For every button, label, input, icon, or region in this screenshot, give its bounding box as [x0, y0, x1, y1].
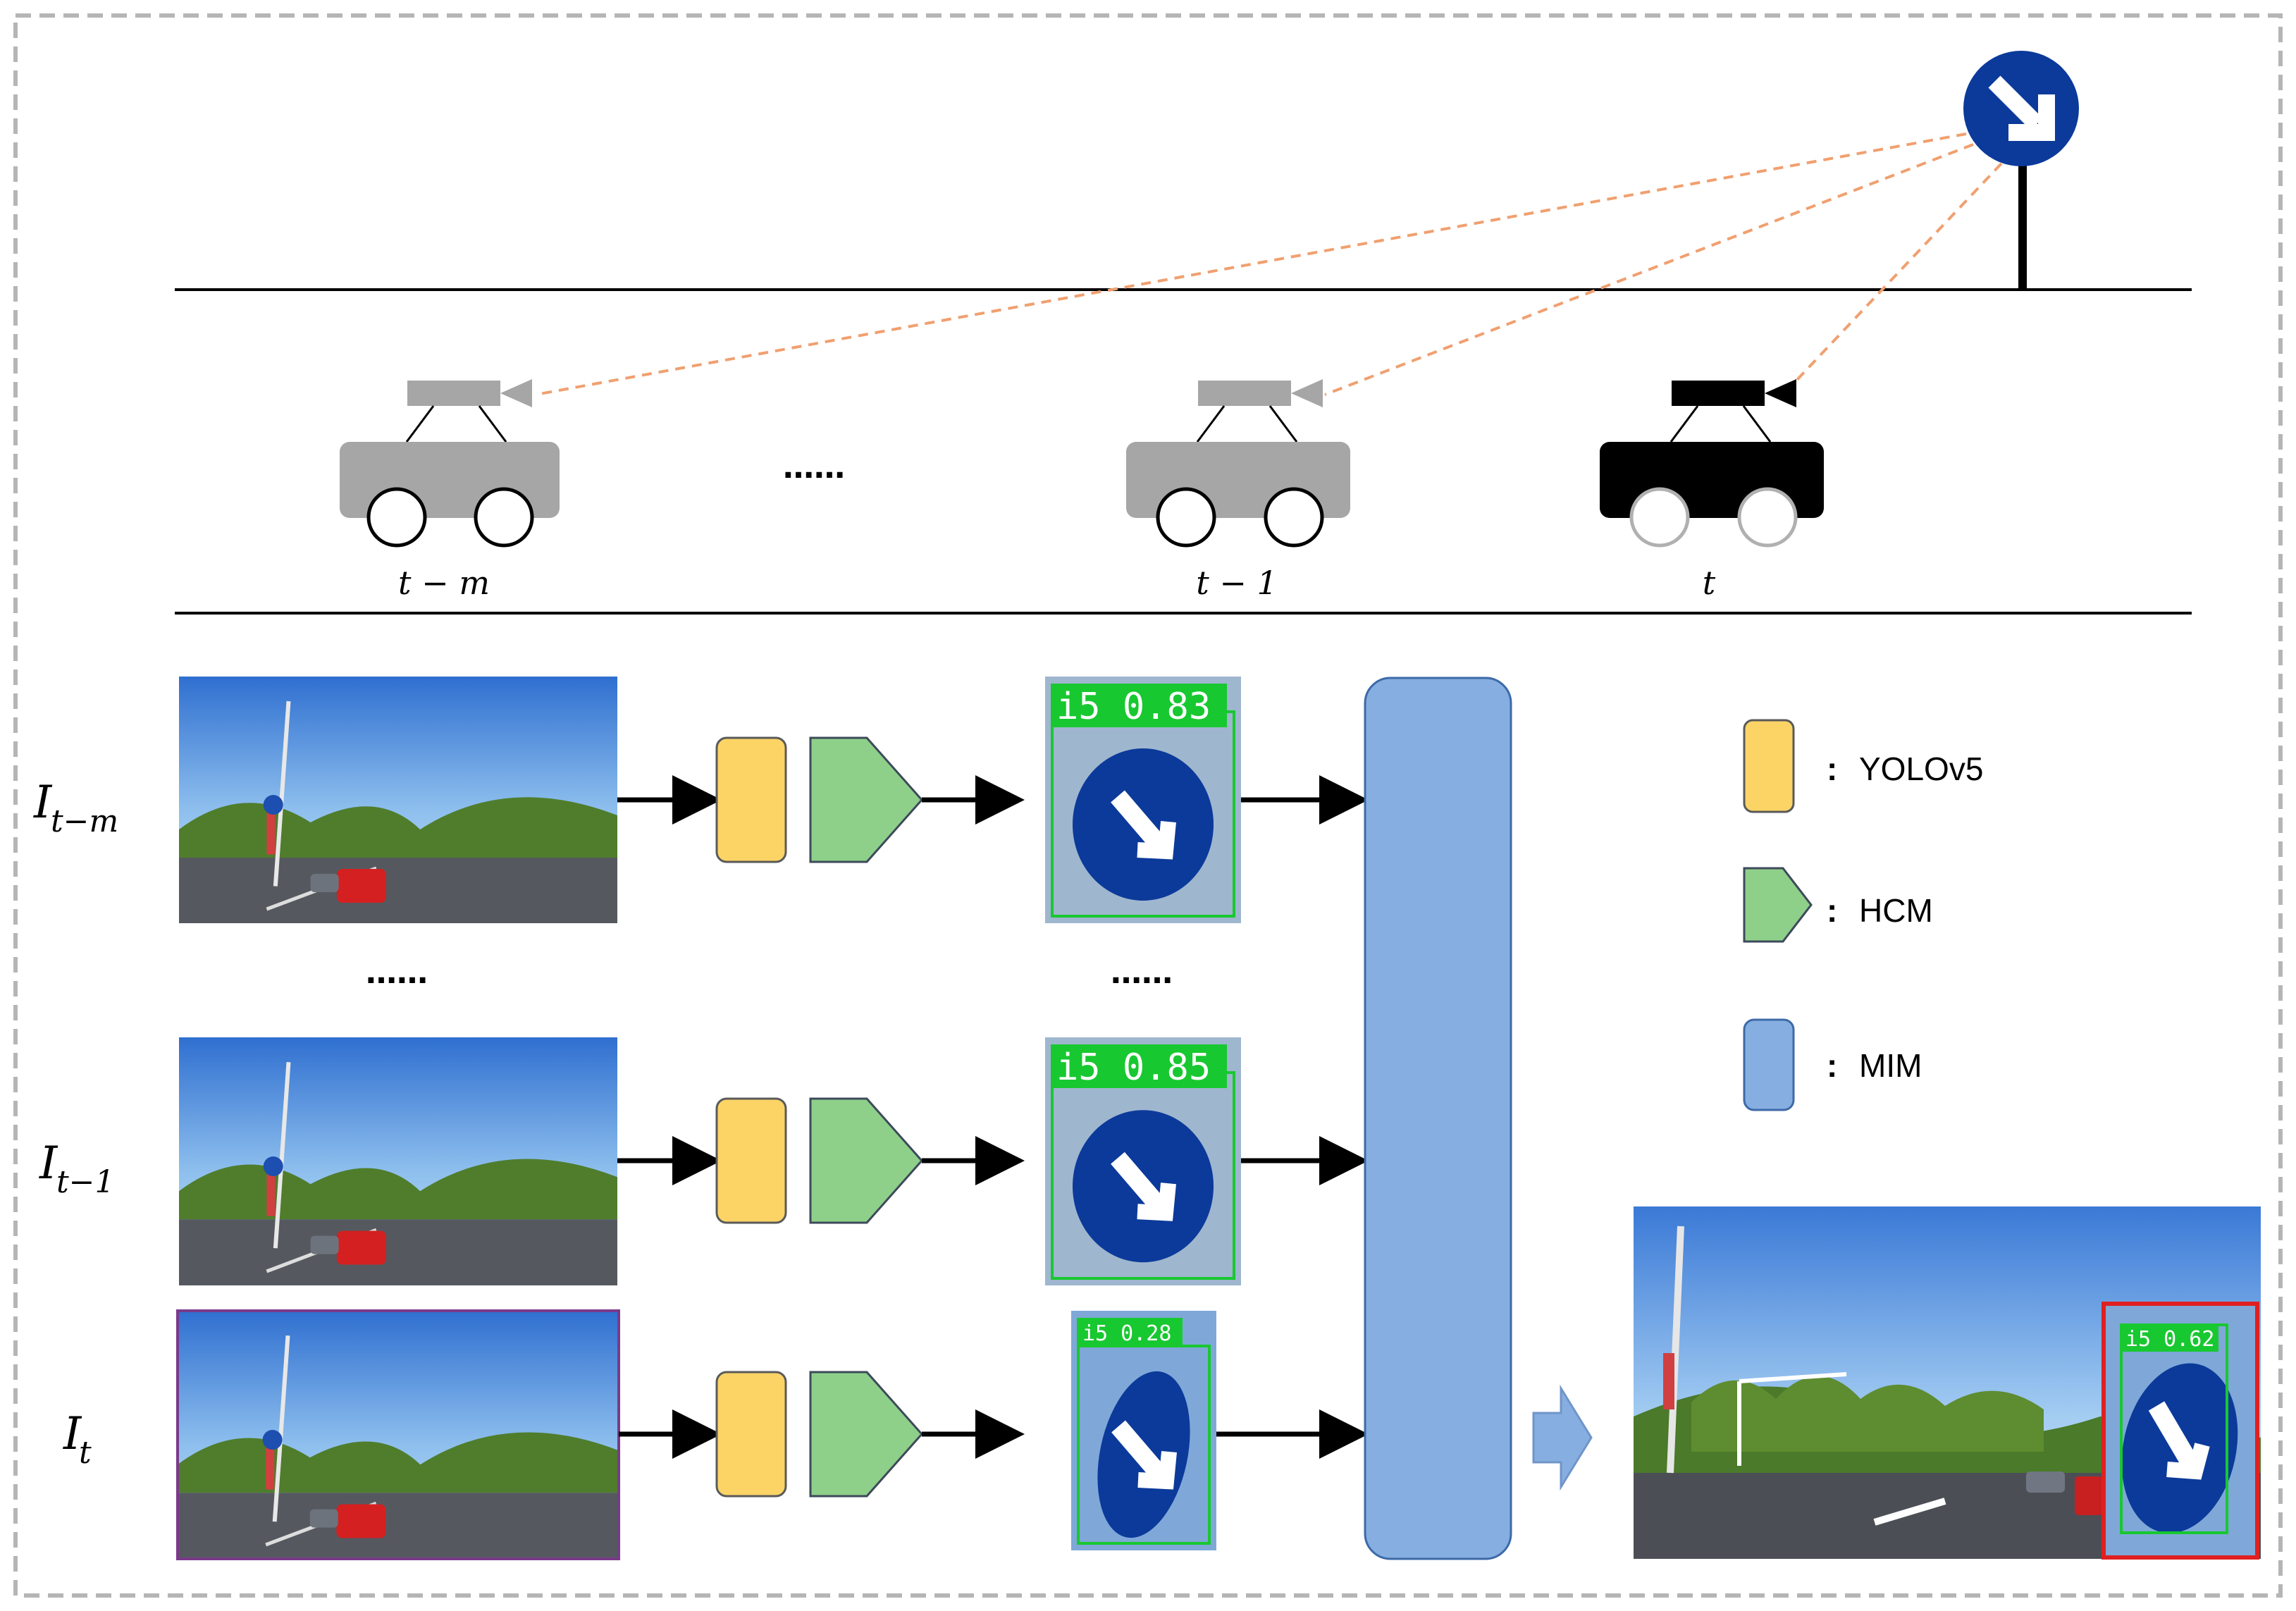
result-image: i5 0.62 — [1634, 1206, 2261, 1560]
legend-label-yolo: YOLOv5 — [1859, 751, 1983, 787]
svg-text:I: I — [33, 777, 53, 829]
detection-label-2: i5 0.28 — [1082, 1321, 1171, 1346]
road-frame-0 — [179, 677, 617, 923]
car-t-icon — [1600, 379, 1824, 548]
legend-mim-swatch — [1743, 1018, 1795, 1111]
legend-sep-hcm: : — [1827, 892, 1837, 929]
ellipsis-right: …… — [1111, 955, 1173, 991]
timeline-label-t: t — [1703, 564, 1716, 602]
timeline-ellipsis: …… — [783, 450, 845, 486]
yolo-block — [715, 1371, 787, 1498]
hcm-block — [809, 736, 924, 863]
svg-text:t: t — [79, 1435, 92, 1471]
legend-sep-yolo: : — [1827, 751, 1837, 787]
legend-hcm-swatch — [1743, 867, 1813, 943]
detection-crop-2: i5 0.28 — [1071, 1311, 1216, 1550]
road-frame-2 — [176, 1309, 620, 1560]
svg-text:I: I — [63, 1408, 82, 1460]
legend-label-mim: MIM — [1859, 1047, 1922, 1084]
frame-label-t: I t — [63, 1408, 92, 1471]
frame-label-t-1: I t−1 — [39, 1137, 115, 1200]
hcm-block — [809, 1097, 924, 1224]
ray-to-car-t-1 — [1324, 143, 1974, 396]
car-t-1-icon — [1126, 379, 1350, 548]
detection-label-1: i5 0.85 — [1056, 1047, 1211, 1089]
ray-to-car-t — [1782, 162, 2003, 396]
road-frame-1 — [179, 1037, 617, 1285]
result-detection-label: i5 0.62 — [2125, 1327, 2214, 1352]
legend-sep-mim: : — [1827, 1047, 1837, 1084]
hcm-block — [809, 1371, 924, 1498]
legend: : YOLOv5 : HCM : MIM — [1743, 719, 1983, 1111]
timeline-label-t-1: t − 1 — [1196, 564, 1278, 602]
legend-yolo-swatch — [1743, 719, 1795, 813]
detection-crop-1: i5 0.85 — [1045, 1037, 1241, 1285]
yolo-block — [715, 736, 787, 863]
timeline-label-t-m: t − m — [398, 564, 490, 602]
output-arrow-icon — [1532, 1384, 1593, 1491]
ellipsis-left: …… — [366, 955, 428, 991]
ray-to-car-t-m — [535, 132, 1967, 396]
detection-label-0: i5 0.83 — [1056, 686, 1211, 728]
traffic-sign-icon — [1963, 51, 2079, 289]
frame-label-t-m: I t−m — [33, 777, 118, 839]
legend-label-hcm: HCM — [1859, 892, 1933, 929]
svg-text:I: I — [39, 1137, 58, 1190]
svg-text:t−1: t−1 — [56, 1164, 115, 1200]
mim-block — [1364, 677, 1512, 1560]
detection-crop-0: i5 0.83 — [1045, 677, 1241, 923]
yolo-block — [715, 1097, 787, 1224]
outer-dashed-border — [13, 13, 2283, 1598]
car-t-m-icon — [340, 379, 560, 548]
svg-text:t−m: t−m — [51, 803, 118, 839]
